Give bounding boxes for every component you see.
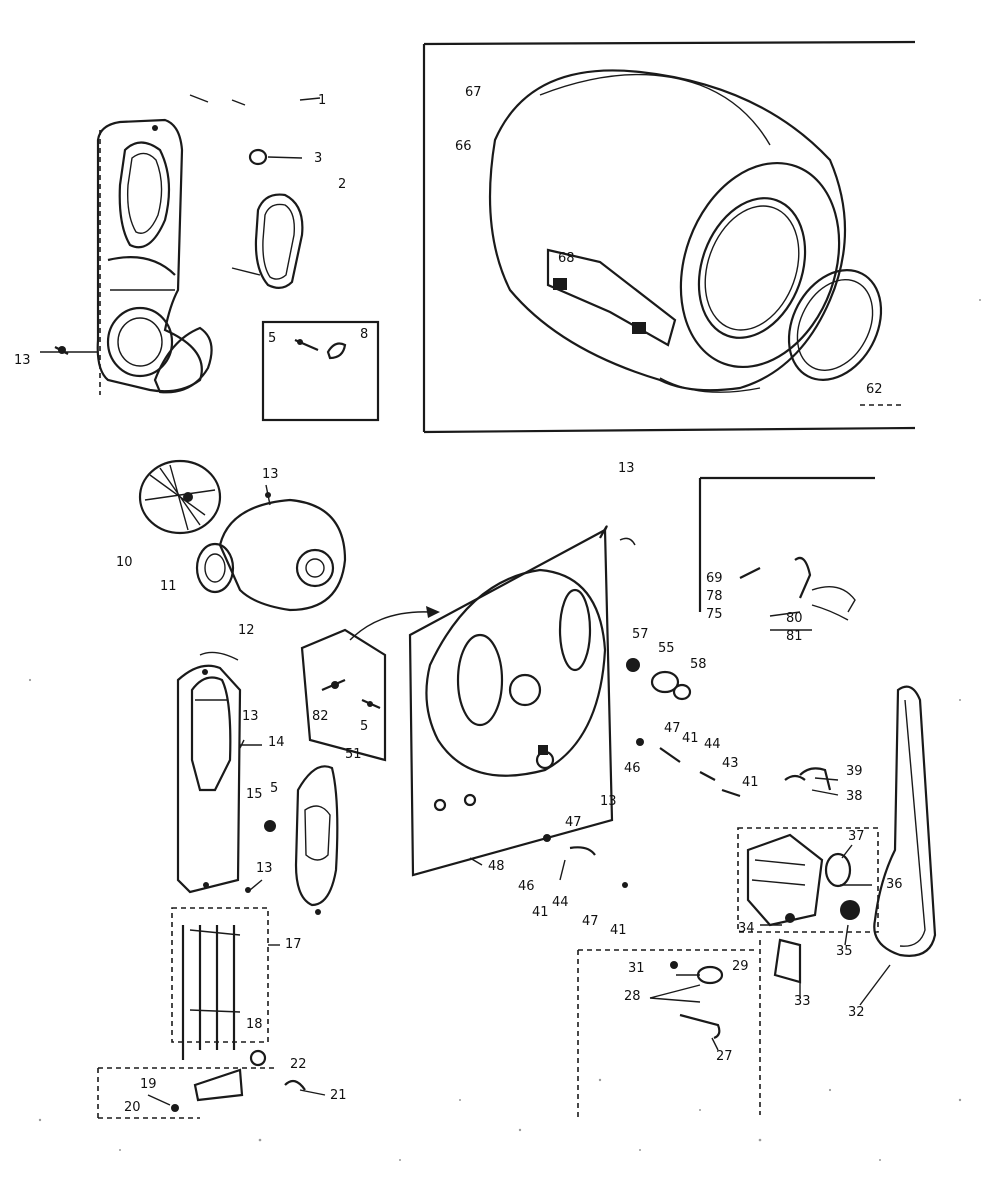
part-label: 68 bbox=[558, 251, 575, 266]
part-label: 3 bbox=[314, 151, 322, 166]
part-label: 32 bbox=[848, 1005, 865, 1020]
drive-belt-loop bbox=[254, 193, 304, 289]
part-label: 33 bbox=[794, 994, 811, 1009]
part-label: 48 bbox=[488, 859, 505, 874]
part-label: 12 bbox=[238, 623, 255, 638]
part-label: 67 bbox=[465, 85, 482, 100]
part-label: 5 bbox=[360, 719, 368, 734]
part-label: 55 bbox=[658, 641, 675, 656]
part-label: 13 bbox=[242, 709, 259, 724]
part-label: 11 bbox=[160, 579, 177, 594]
part-label: 44 bbox=[552, 895, 569, 910]
part-label: 47 bbox=[664, 721, 681, 736]
thermostat-plate bbox=[245, 765, 339, 915]
part-label: 57 bbox=[632, 627, 649, 642]
part-label: 47 bbox=[565, 815, 582, 830]
part-label: 46 bbox=[518, 879, 535, 894]
part-label: 66 bbox=[455, 139, 472, 154]
part-label: 75 bbox=[706, 607, 723, 622]
part-label: 41 bbox=[742, 775, 759, 790]
part-label: 82 bbox=[312, 709, 329, 724]
part-label: 62 bbox=[866, 382, 883, 397]
part-label: 1 bbox=[318, 93, 326, 108]
part-label: 27 bbox=[716, 1049, 733, 1064]
part-label: 28 bbox=[624, 989, 641, 1004]
terminal-block-box bbox=[698, 476, 875, 621]
part-label: 29 bbox=[732, 959, 749, 974]
drum-belt bbox=[873, 685, 937, 957]
part-label: 5 bbox=[270, 781, 278, 796]
part-label: 19 bbox=[140, 1077, 157, 1092]
part-label: 31 bbox=[628, 961, 645, 976]
idler-bracket bbox=[759, 938, 802, 1115]
part-label: 36 bbox=[886, 877, 903, 892]
part-label: 34 bbox=[738, 921, 755, 936]
part-label: 13 bbox=[262, 467, 279, 482]
part-label: 10 bbox=[116, 555, 133, 570]
part-label: 22 bbox=[290, 1057, 307, 1072]
part-label: 13 bbox=[618, 461, 635, 476]
part-label: 41 bbox=[532, 905, 549, 920]
part-label: 80 bbox=[786, 611, 803, 626]
blower-motor-housing bbox=[195, 484, 347, 612]
part-label: 18 bbox=[246, 1017, 263, 1032]
part-label: 13 bbox=[14, 353, 31, 368]
grommet-part bbox=[248, 148, 303, 166]
part-label: 43 bbox=[722, 756, 739, 771]
heating-element-box bbox=[97, 907, 306, 1119]
part-labels: 1 3 2 5 8 13 67 66 68 62 13 13 10 11 12 … bbox=[14, 85, 903, 1115]
part-label: 5 bbox=[268, 331, 276, 346]
blower-wheel bbox=[138, 459, 222, 535]
part-label: 13 bbox=[600, 794, 617, 809]
screw-kit-box bbox=[231, 267, 380, 422]
part-label: 35 bbox=[836, 944, 853, 959]
idler-pulley-group bbox=[577, 949, 758, 1120]
rear-bulkhead-panel bbox=[408, 525, 636, 877]
drum-assembly-box bbox=[422, 40, 916, 434]
part-label: 37 bbox=[848, 829, 865, 844]
part-label: 38 bbox=[846, 789, 863, 804]
part-label: 69 bbox=[706, 571, 723, 586]
part-label: 78 bbox=[706, 589, 723, 604]
part-label: 2 bbox=[338, 177, 346, 192]
part-label: 21 bbox=[330, 1088, 347, 1103]
part-label: 58 bbox=[690, 657, 707, 672]
part-label: 81 bbox=[786, 629, 803, 644]
part-label: 46 bbox=[624, 761, 641, 776]
part-label: 44 bbox=[704, 737, 721, 752]
part-label: 41 bbox=[610, 923, 627, 938]
part-label: 8 bbox=[360, 327, 368, 342]
drive-motor bbox=[737, 767, 879, 933]
part-label: 47 bbox=[582, 914, 599, 929]
part-label: 14 bbox=[268, 735, 285, 750]
scan-noise bbox=[28, 299, 981, 1161]
leader-lines bbox=[147, 611, 891, 1106]
part-label: 51 bbox=[345, 747, 362, 762]
heater-housing bbox=[176, 651, 242, 894]
part-label: 41 bbox=[682, 731, 699, 746]
part-label: 20 bbox=[124, 1100, 141, 1115]
blower-housing-group bbox=[40, 94, 321, 395]
mounting-bracket-plate bbox=[300, 606, 440, 762]
part-label: 17 bbox=[285, 937, 302, 952]
rear-hardware bbox=[543, 658, 741, 888]
part-label: 15 bbox=[246, 787, 263, 802]
part-label: 13 bbox=[256, 861, 273, 876]
part-label: 39 bbox=[846, 764, 863, 779]
